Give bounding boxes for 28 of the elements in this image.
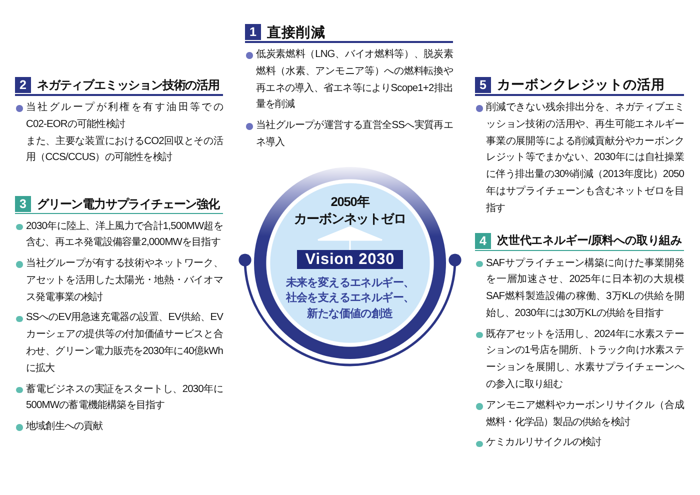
bullet-text: 当社グループが有する技術やネットワーク、アセットを活用した太陽光・地熱・バイオマス発電事業の検討: [26, 256, 223, 305]
number-badge: 5: [475, 77, 491, 93]
bullet-text: 削減できない残余排出分を、ネガティブエミッション技術の活用や、再生可能エネルギー事業の展開等による削減貢献分やカーボンクレジット等でまかない、2030年には自社操業に伴う排出量の30%削減（2013年度比）2050年はサプライチェーンも含むネットゼロを目指す: [486, 100, 684, 216]
section-heading: グリーン電力サプライチェーン強化: [37, 196, 220, 212]
number-badge: 3: [15, 196, 31, 212]
section-heading: ネガティブエミッション技術の活用: [37, 77, 220, 93]
bullet-text: アンモニア燃料やカーボンリサイクル（合成燃料・化学品）製品の供給を検討: [486, 398, 684, 430]
section-heading: カーボンクレジットの活用: [497, 77, 665, 93]
title-banner: Vision 2030: [297, 250, 403, 269]
bullet-text: SAFサプライチェーン構築に向けた事業開発を一層加速させ、2025年に日本初の大規模SAF燃料製造設備の稼働、3万KLの供給を開始し、2030年には30万KLの供給を目指す: [486, 256, 684, 321]
bullet-text: また、主要な装置におけるCO2回収とその活用（CCS/CCUS）の可能性を検討: [26, 134, 223, 166]
bullet-text: 既存アセットを活用し、2024年に水素ステーションの1号店を開所、トラック向け水素ステーションを展開し、水素サプライチェーンへの参入に取り組む: [486, 328, 684, 392]
bullet-text: 蓄電ビジネスの実証をスタートし、2030年に500MWの蓄電機能構築を目指す: [26, 382, 223, 414]
number-badge: 1: [245, 24, 261, 40]
bullet-text: 2030年に陸上、洋上風力で合計1,500MW超を含む、再エネ発電設備容量2,000MWを目指す: [26, 220, 223, 250]
number-badge: 4: [475, 232, 491, 248]
bullet-text: 当社グループが運営する直営全SSへ実質再エネ導入: [256, 118, 453, 150]
section-heading: 次世代エネルギー/原料への取り組み: [497, 232, 682, 248]
bullet-text: 低炭素燃料（LNG、バイオ燃料等）、脱炭素燃料（水素、アンモニア等）への燃料転換や再エネの導入、省エネ等によりScope1+2排出量を削減: [256, 48, 453, 112]
arrow: [317, 226, 383, 251]
bullet-text: 地域創生への貢献: [26, 420, 104, 434]
number-badge: 2: [15, 77, 31, 93]
bullet-text: SSへのEV用急速充電器の設置、EV供給、EVカーシェアの提供等の付加価値サービスと合わせ、グリーン電力販売を2030年に40億kWhに拡大: [26, 310, 223, 376]
slogan-text: 未来を変えるエネルギー、社会を支えるエネルギー、新たな価値の創造: [284, 276, 416, 322]
bullet-text: 当社グループが利権を有す油田等でのC02-EORの可能性検討: [26, 100, 223, 132]
bullet-text: ケミカルリサイクルの検討: [486, 436, 602, 450]
goal-text: 2050年 カーボンネットゼロ: [294, 193, 406, 227]
section-heading: 直接削減: [267, 24, 326, 40]
